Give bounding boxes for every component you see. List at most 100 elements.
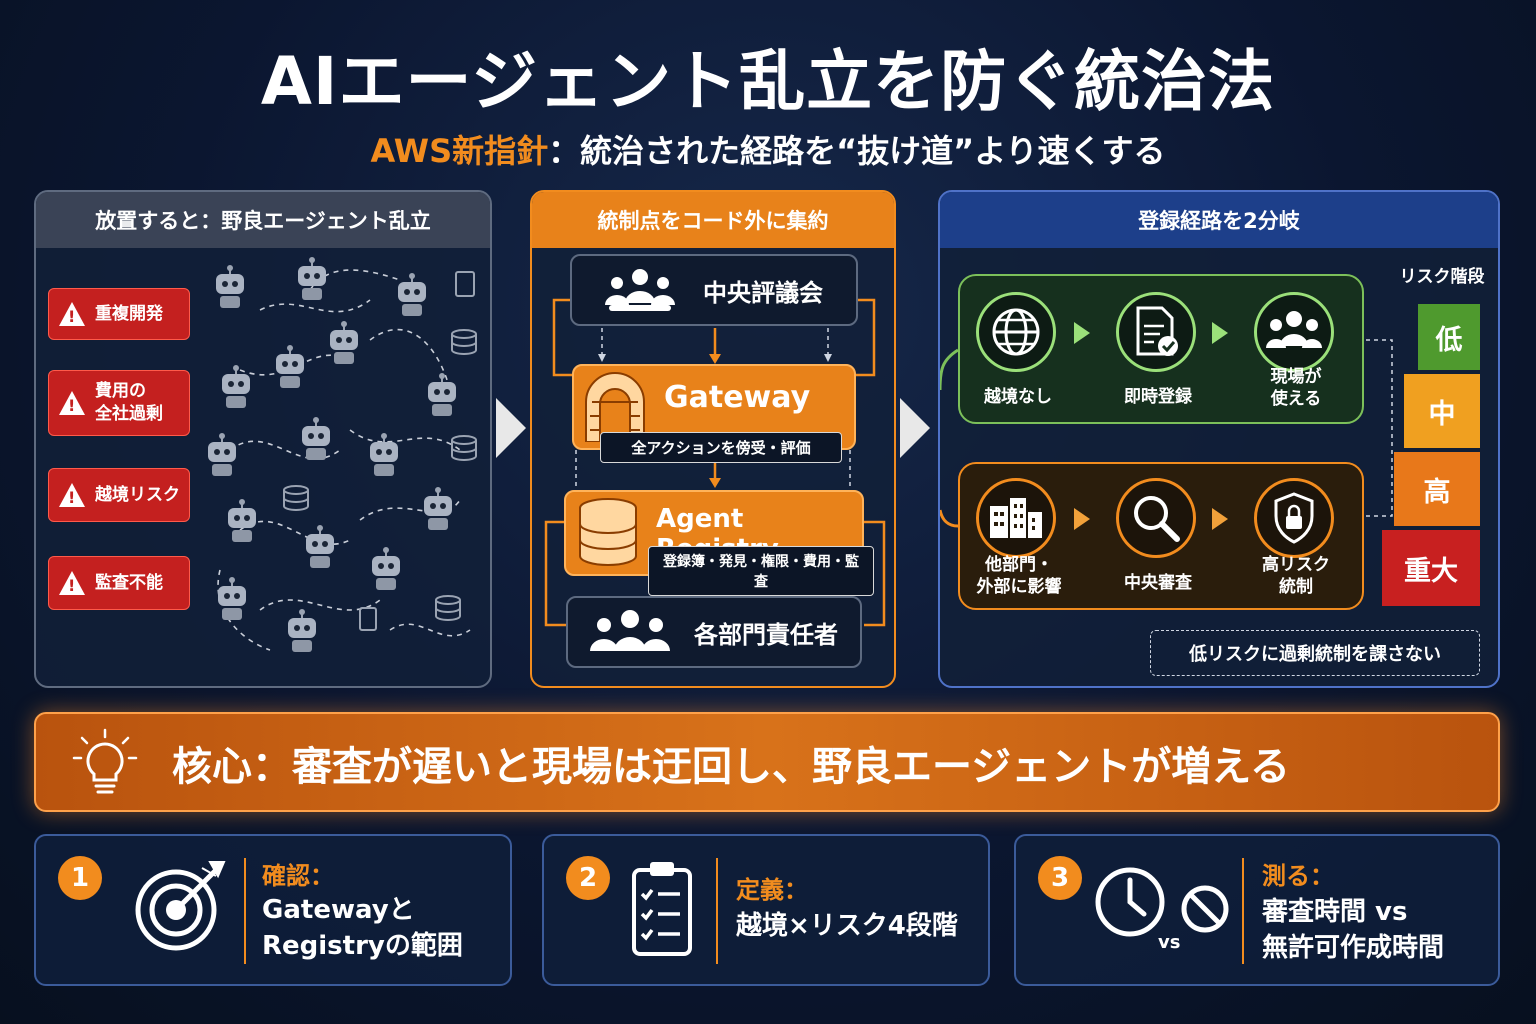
vs-label: vs [1158, 932, 1181, 953]
buildings-icon [990, 498, 1042, 538]
robot-icon [215, 264, 245, 309]
risk-level-high: 高 [1394, 452, 1480, 526]
gateway-label: Gateway [664, 380, 811, 415]
gateway-tag: 全アクションを傍受・評価 [600, 432, 842, 463]
document-check-icon-circle [1116, 292, 1196, 372]
owners-label: 各部門責任者 [694, 620, 838, 649]
warning-duplicate-dev: 重複開発 [48, 288, 190, 340]
warning-cost: 費用の 全社過剰 [48, 370, 190, 436]
people-group-icon [590, 610, 670, 651]
card-confirm: 1 確認： Gatewayと Registryの範囲 [34, 834, 512, 986]
robot-icon [371, 546, 401, 591]
risk-connector-lines [940, 339, 1393, 528]
document-icon [455, 271, 475, 297]
page-subtitle: AWS新指針：統治された経路を“抜け道”より速くする [0, 126, 1536, 172]
database-icon [435, 595, 461, 621]
subtitle-text: ：統治された経路を“抜け道”より速くする [548, 132, 1166, 170]
card-title: 測る： [1262, 862, 1334, 890]
high-path-step-1: 他部門・ 外部に影響 [976, 555, 1062, 598]
robot-icon [329, 320, 359, 365]
warning-icon [59, 391, 85, 417]
clock-icon [1095, 867, 1165, 937]
paths-panel-title: 登録経路を2分岐 [940, 192, 1498, 248]
sprawl-panel-title: 放置すると：野良エージェント乱立 [36, 192, 490, 248]
document-check-icon [1136, 306, 1178, 356]
card-define: 2 定義： 越境×リスク4段階 [542, 834, 990, 986]
robot-icon [217, 576, 247, 621]
target-icon [135, 861, 226, 951]
high-path-step-2: 中央審査 [1124, 573, 1192, 593]
card-title: 確認： [262, 862, 334, 890]
page-title: AIエージェント乱立を防ぐ統治法 [260, 43, 1276, 120]
robot-icon [397, 272, 427, 317]
step-number: 3 [1038, 856, 1082, 900]
core-message: 核心：審査が遅いと現場は迂回し、野良エージェントが増える [172, 744, 1290, 790]
robot-icon [301, 416, 331, 461]
gateway-arch-icon [585, 372, 645, 442]
arrow-icon [1212, 322, 1228, 344]
warning-unauditable: 監査不能 [48, 556, 190, 610]
risk-ladder-title: リスク階段 [1399, 267, 1485, 287]
globe-icon [992, 308, 1040, 356]
people-group-icon [1266, 311, 1322, 348]
warning-cross-border: 越境リスク [48, 468, 190, 522]
core-banner: 核心：審査が遅いと現場は迂回し、野良エージェントが増える [34, 712, 1500, 812]
robot-icon [287, 608, 317, 653]
warning-icon [59, 571, 85, 597]
warning-label: 監査不能 [95, 572, 163, 593]
people-icon-circle [1254, 292, 1334, 372]
warning-label: 費用の 全社過剰 [95, 381, 163, 424]
arrow-right-icon [900, 398, 930, 458]
control-flow-lines [544, 298, 886, 627]
card-title: 定義： [736, 876, 808, 904]
low-path-step-3: 現場が 使える [1270, 367, 1322, 410]
arrow-icon [1074, 508, 1090, 530]
buildings-icon-circle [976, 478, 1056, 558]
card-body: 審査時間 vs 無許可作成時間 [1262, 897, 1445, 964]
warning-label: 越境リスク [95, 484, 180, 505]
shield-lock-icon [1274, 492, 1314, 544]
database-icon [451, 435, 477, 461]
clipboard-checklist-icon [632, 862, 692, 956]
shield-lock-icon-circle [1254, 478, 1334, 558]
database-icon [451, 329, 477, 355]
arrow-icon [1212, 508, 1228, 530]
step-number: 1 [58, 856, 102, 900]
control-panel-title: 統制点をコード外に集約 [532, 192, 894, 248]
warning-label: 重複開発 [95, 303, 163, 324]
warning-icon [59, 302, 85, 328]
robot-icon [369, 432, 399, 477]
robot-icon [227, 498, 257, 543]
risk-level-critical: 重大 [1382, 530, 1480, 606]
search-icon [1134, 496, 1180, 542]
registry-tag: 登録簿・発見・権限・費用・監査 [648, 546, 874, 596]
card-body: Gatewayと Registryの範囲 [262, 895, 463, 962]
robot-icon [427, 372, 457, 417]
database-icon [283, 485, 309, 511]
council-box: 中央評議会 [570, 254, 858, 326]
council-label: 中央評議会 [703, 278, 823, 307]
robot-icon [275, 344, 305, 389]
subtitle-highlight: AWS新指針 [370, 132, 549, 170]
robot-icon [297, 256, 327, 301]
people-group-icon [605, 269, 675, 311]
search-icon-circle [1116, 478, 1196, 558]
database-icon [579, 498, 637, 566]
risk-note: 低リスクに過剰統制を課さない [1150, 630, 1480, 676]
warning-icon [59, 483, 85, 509]
step-number: 2 [566, 856, 610, 900]
arrow-icon [1074, 322, 1090, 344]
lightbulb-icon [72, 728, 138, 794]
robot-icon [221, 364, 251, 409]
globe-icon-circle [976, 292, 1056, 372]
low-path-step-1: 越境なし [984, 387, 1052, 407]
robot-icon [207, 432, 237, 477]
document-icon [359, 607, 377, 631]
robot-icon [423, 486, 453, 531]
rogue-agents-illustration [207, 256, 477, 653]
robot-icon [305, 524, 335, 569]
arrow-right-icon [496, 398, 526, 458]
risk-level-medium: 中 [1404, 374, 1480, 448]
prohibited-icon [1181, 885, 1229, 933]
card-measure: 3 vs 測る： 審査時間 vs 無許可作成時間 [1014, 834, 1500, 986]
